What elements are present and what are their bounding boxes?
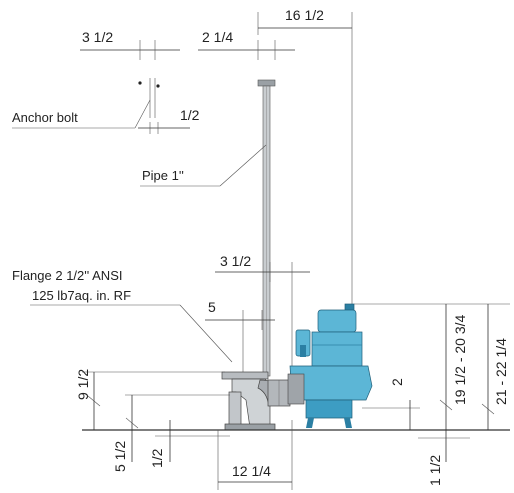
duck-foot-bend (221, 371, 291, 431)
flange-label-group: Flange 2 1/2'' ANSI 125 lb7aq. in. RF (12, 268, 233, 363)
dim-bottom-width: 12 1/4 (217, 420, 293, 490)
dim-top-mid-label: 2 1/4 (202, 29, 233, 45)
anchor-bolt-group: Anchor bolt 1/2 (12, 78, 200, 134)
dim-flange-offset: 5 (205, 299, 275, 380)
dim-mid-guide: 3 1/2 (215, 253, 310, 382)
flange-label-line2: 125 lb7aq. in. RF (32, 288, 131, 303)
pipe-label: Pipe 1'' (142, 168, 184, 183)
dim-bottom-width-label: 12 1/4 (232, 463, 271, 479)
discharge-pipe (257, 79, 276, 377)
submersible-pump (287, 303, 373, 428)
dim-flange-offset-label: 5 (208, 299, 216, 315)
dim-right-verticals: 19 1/2 - 20 3/4 21 - 22 1/4 (354, 303, 510, 430)
dim-top-mid: 2 1/4 (198, 29, 295, 60)
dim-pump-floor-label: 1 1/2 (427, 455, 443, 486)
dim-pump-clear: 2 (362, 378, 420, 430)
dim-base-height-label: 9 1/2 (75, 369, 91, 400)
dim-base-depth-label: 5 1/2 (112, 441, 128, 472)
dim-top-left-label: 3 1/2 (82, 29, 113, 45)
dim-left-verticals: 9 1/2 5 1/2 1/2 (75, 369, 230, 472)
dim-pump-clear-label: 2 (389, 378, 405, 386)
dim-top-right: 16 1/2 (257, 7, 353, 310)
flange-label-line1: Flange 2 1/2'' ANSI (12, 268, 122, 283)
dim-top-right-label: 16 1/2 (285, 7, 324, 23)
dim-top-left: 3 1/2 (80, 29, 180, 60)
anchor-bolt-label: Anchor bolt (12, 110, 78, 125)
dim-pump-floor: 1 1/2 (418, 430, 470, 486)
dim-anchor-small-label: 1/2 (180, 107, 200, 123)
dim-pump-height-label: 19 1/2 - 20 3/4 (452, 314, 468, 405)
dim-total-height-label: 21 - 22 1/4 (493, 338, 509, 405)
dim-mid-guide-label: 3 1/2 (220, 253, 251, 269)
pipe-label-group: Pipe 1'' (140, 144, 267, 187)
dim-base-small-label: 1/2 (149, 448, 165, 468)
